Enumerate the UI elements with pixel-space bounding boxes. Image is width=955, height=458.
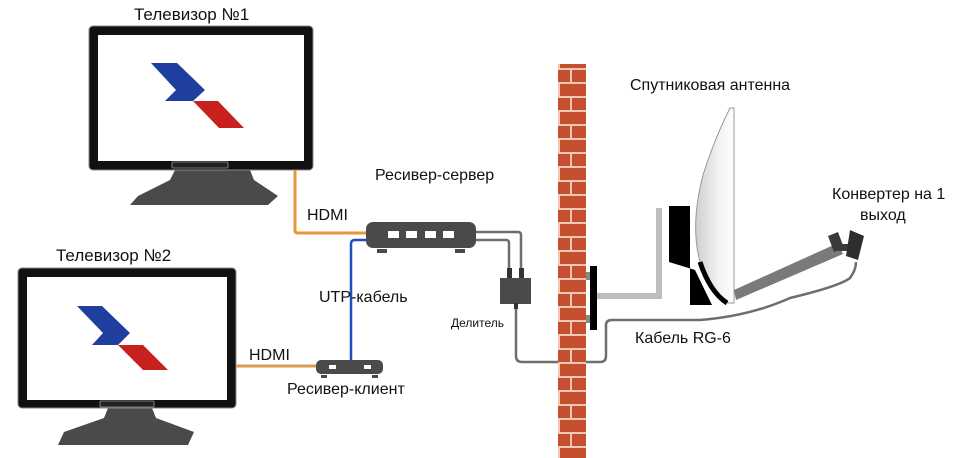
- logo-red-bar: [193, 101, 244, 128]
- tv-1-stand: [130, 170, 278, 205]
- feed-arm: [734, 243, 843, 300]
- converter-label-line1: Конвертер на 1: [832, 186, 946, 203]
- coax-cable-to-wall: [514, 303, 558, 364]
- tv-2-label: Телевизор №2: [56, 246, 172, 265]
- satellite-dish: [669, 107, 864, 306]
- converter-label-line2: выход: [860, 207, 906, 224]
- splitter-label: Делитель: [451, 316, 504, 330]
- tv-2: [17, 267, 237, 445]
- tv-1-screen: [98, 35, 304, 161]
- utp-cable-label: UTP-кабель: [319, 289, 408, 306]
- dish-back-mount: [669, 206, 712, 305]
- tv-2-screen: [27, 277, 227, 400]
- logo-red-bar: [118, 345, 168, 370]
- hdmi-label-1: HDMI: [307, 207, 348, 224]
- cable-rg6-label: Кабель RG-6: [635, 330, 731, 347]
- brick-wall: [558, 64, 586, 458]
- logo-blue-chevron: [77, 306, 130, 345]
- utp-cable: [349, 238, 366, 360]
- coax-cable-rg6: [586, 261, 858, 364]
- receiver-client: [316, 360, 383, 378]
- hdmi-label-2: HDMI: [249, 347, 290, 364]
- tv-1-label: Телевизор №1: [134, 5, 250, 24]
- antenna-mast: [597, 208, 662, 299]
- lnb-converter: [828, 230, 864, 260]
- receiver-server: [366, 222, 476, 253]
- logo-blue-chevron: [151, 63, 205, 101]
- dish-body: [695, 107, 735, 304]
- hdmi-cable-1: [293, 170, 366, 235]
- coax-cable-splitter-b: [474, 238, 511, 276]
- receiver-client-label: Ресивер-клиент: [287, 381, 405, 398]
- receiver-server-label: Ресивер-сервер: [375, 167, 495, 184]
- satellite-antenna-label: Спутниковая антенна: [630, 77, 791, 94]
- tv-1: [88, 25, 314, 205]
- wall-mount-plate: [590, 266, 597, 330]
- coax-cable-splitter-a: [474, 230, 523, 276]
- splitter: [500, 268, 531, 309]
- tv-1-logo: [151, 63, 244, 128]
- tv-2-logo: [77, 306, 168, 370]
- tv-2-stand: [58, 408, 194, 445]
